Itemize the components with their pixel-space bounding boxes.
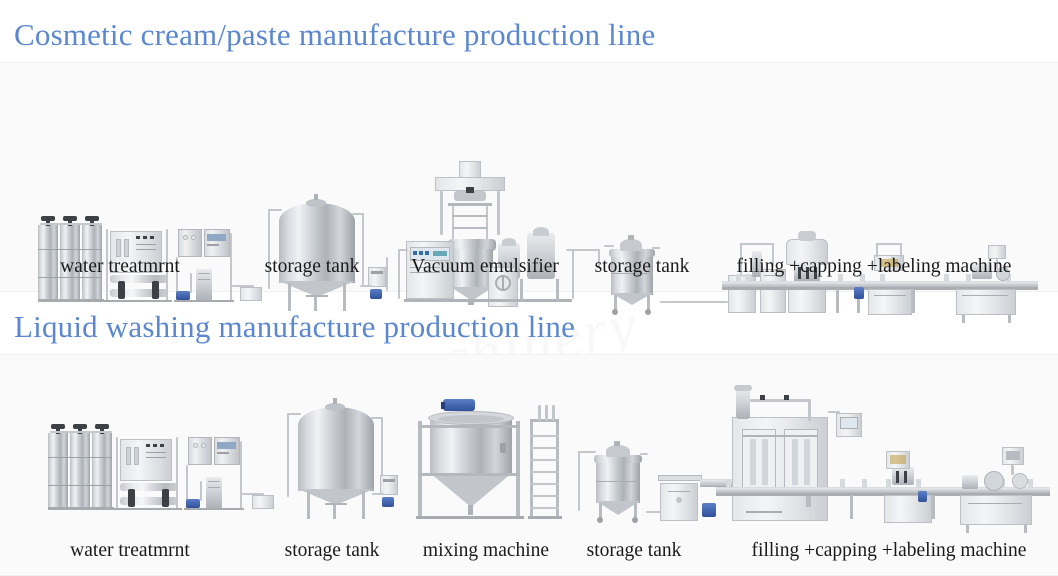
section-liquid: Liquid washing manufacture production li… bbox=[0, 292, 1058, 576]
equipment-stage-cosmetic bbox=[0, 63, 1058, 323]
section-cosmetic: Cosmetic cream/paste manufacture product… bbox=[0, 17, 1058, 323]
label-water-treatment: water treatmrnt bbox=[70, 540, 190, 561]
label-storage-tank-2: storage tank bbox=[586, 540, 682, 561]
label-storage-tank-1: storage tank bbox=[264, 256, 360, 277]
label-storage-tank-1: storage tank bbox=[284, 540, 380, 561]
label-vacuum-emulsifier: Vacuum emulsifier bbox=[411, 256, 559, 277]
equipment-stage-liquid bbox=[0, 355, 1058, 575]
label-storage-tank-2: storage tank bbox=[594, 256, 690, 277]
section-title-cosmetic: Cosmetic cream/paste manufacture product… bbox=[14, 17, 656, 52]
diagram-panel-liquid bbox=[0, 354, 1058, 576]
label-mixing-machine: mixing machine bbox=[422, 540, 550, 561]
section-title-liquid: Liquid washing manufacture production li… bbox=[14, 309, 576, 344]
diagram-panel-cosmetic bbox=[0, 62, 1058, 323]
label-filling-capping-labeling: filling +capping +labeling machine bbox=[751, 540, 1027, 561]
label-filling-capping-labeling: filling +capping +labeling machine bbox=[736, 256, 1012, 277]
label-water-treatment: water treatmrnt bbox=[60, 256, 180, 277]
